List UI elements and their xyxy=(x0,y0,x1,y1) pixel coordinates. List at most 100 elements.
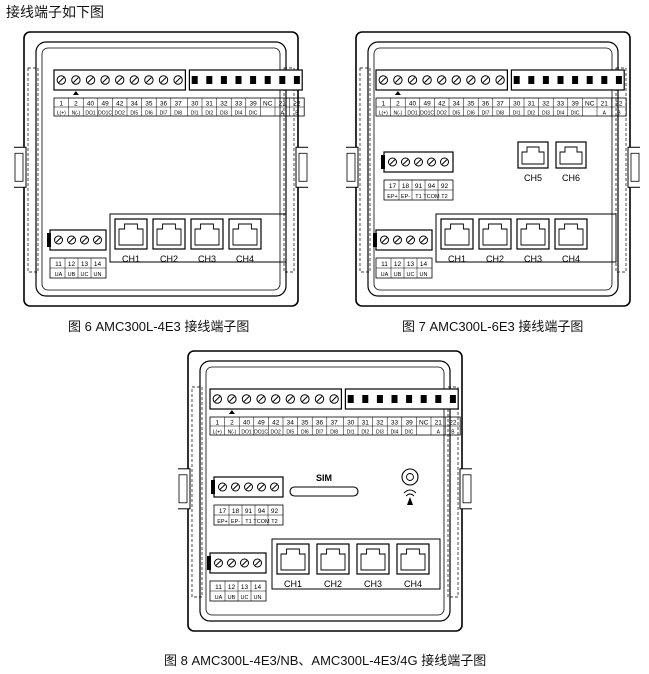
extra-terminal-latch xyxy=(211,480,215,494)
top-terminal-label: DI1 xyxy=(191,111,199,117)
terminal-screw-slot xyxy=(271,484,278,490)
top-terminal-number: NC xyxy=(585,101,595,108)
terminal-screw-slot xyxy=(243,396,250,402)
rj45-socket xyxy=(444,223,470,246)
extra-terminal-label: EP- xyxy=(401,194,410,200)
extra-terminal-number: 94 xyxy=(428,183,436,190)
diagram-fig8: 1L(+)2N(-)40DO149DO1C42DO234DI535DI636DI… xyxy=(178,350,472,632)
terminal-screw-slot xyxy=(395,77,401,83)
voltage-terminal-latch xyxy=(373,233,377,247)
voltage-terminal-label: UA xyxy=(215,595,223,601)
terminal-pin xyxy=(420,395,427,403)
voltage-terminal-number: 12 xyxy=(228,584,236,591)
diagram-fig6: 1L(+)2N(-)40DO149DO1C42DO234DI535DI636DI… xyxy=(14,31,308,307)
top-terminal-number: 2 xyxy=(230,420,234,427)
top-terminal-number: 1 xyxy=(59,101,63,108)
top-terminal-label: DI8 xyxy=(174,111,182,117)
terminal-screw-slot xyxy=(409,77,416,83)
extra-terminal-label: T1 xyxy=(245,519,251,525)
top-terminal-label: DI3 xyxy=(220,111,228,117)
terminal-marker xyxy=(394,91,401,95)
top-terminal-label: B xyxy=(295,111,299,117)
top-terminal-label: A xyxy=(437,430,441,436)
terminal-marker xyxy=(228,410,235,414)
mounting-clip-slot-right xyxy=(298,152,308,182)
terminal-screw-slot xyxy=(116,77,123,83)
page-heading: 接线端子如下图 xyxy=(6,4,104,20)
channel-label: CH3 xyxy=(198,254,216,264)
top-terminal-number: 34 xyxy=(453,101,461,108)
top-terminal-number: 22 xyxy=(293,101,301,108)
terminal-screw-slot xyxy=(394,237,401,243)
rj45-socket xyxy=(400,548,426,571)
rj45-port xyxy=(228,218,262,250)
terminal-pin xyxy=(601,76,608,84)
terminal-screw-slot xyxy=(94,237,101,243)
meter-inner-border xyxy=(373,47,613,291)
top-terminal-number: 37 xyxy=(330,420,338,427)
channel-label: CH1 xyxy=(284,579,302,589)
top-terminal-number: 39 xyxy=(571,101,579,108)
top-terminal-number: 30 xyxy=(513,101,521,108)
extra-terminal-number: 92 xyxy=(441,183,449,190)
top-terminal-number: 2 xyxy=(396,101,400,108)
top-terminal-label: DI4 xyxy=(391,430,399,436)
voltage-terminal-label: UA xyxy=(55,272,63,278)
terminal-pin xyxy=(293,76,300,84)
rj45-port xyxy=(440,218,474,250)
caption-fig8: 图 8 AMC300L-4E3/NB、AMC300L-4E3/4G 接线端子图 xyxy=(164,653,487,668)
channel-label: CH4 xyxy=(562,254,580,264)
top-terminal-number: 42 xyxy=(116,101,124,108)
terminal-screw-slot xyxy=(73,77,79,83)
extra-terminal-number: 92 xyxy=(271,508,279,515)
rj45-socket xyxy=(194,223,220,246)
top-terminal-number: 35 xyxy=(145,101,153,108)
terminal-screw-slot xyxy=(214,396,221,402)
voltage-terminal-number: 14 xyxy=(94,261,102,268)
top-terminal-number: 30 xyxy=(191,101,199,108)
terminal-pin xyxy=(206,76,213,84)
voltage-terminal-number: 12 xyxy=(394,261,402,268)
top-terminal-number: NC xyxy=(419,420,429,427)
top-terminal-label: DI5 xyxy=(130,111,138,117)
extra-terminal-label: T2 xyxy=(441,194,447,200)
terminal-pin xyxy=(347,395,354,403)
top-terminal-number: 49 xyxy=(257,420,265,427)
top-terminal-label: N(-) xyxy=(228,430,237,436)
top-terminal-number: 36 xyxy=(160,101,168,108)
top-terminal-number: 39 xyxy=(405,420,413,427)
mounting-clip-slot-left xyxy=(14,152,24,182)
sim-label: SIM xyxy=(316,473,332,483)
terminal-screw-slot xyxy=(331,396,337,402)
terminal-pin xyxy=(250,76,257,84)
top-terminal-number: 33 xyxy=(235,101,243,108)
terminal-pin xyxy=(406,395,413,403)
top-terminal-label: DI7 xyxy=(160,111,168,117)
extra-terminal-label: EP+ xyxy=(387,194,398,200)
voltage-terminal-label: UB xyxy=(228,595,236,601)
terminal-screw-slot xyxy=(402,159,409,165)
top-terminal-label: DO2 xyxy=(437,111,448,117)
ct-port-frame xyxy=(271,538,441,590)
terminal-screw-slot xyxy=(87,77,94,83)
side-rail-right xyxy=(447,386,459,598)
rj45-port xyxy=(190,218,224,250)
mounting-clip-slot-left xyxy=(178,474,188,504)
side-rail-left xyxy=(27,67,39,273)
top-terminal-label: DI1 xyxy=(513,111,521,117)
terminal-screw-slot xyxy=(441,159,448,165)
top-terminal-number: 37 xyxy=(174,101,182,108)
rj45-socket xyxy=(521,146,545,165)
channel-label: CH5 xyxy=(524,173,542,183)
top-terminal-label: L(+) xyxy=(57,111,66,117)
top-terminal-number: 1 xyxy=(381,101,385,108)
meter-inner-border xyxy=(205,366,445,616)
top-terminal-label: DI3 xyxy=(376,430,384,436)
top-terminal-label: DO1 xyxy=(407,111,418,117)
top-terminal-label: DI5 xyxy=(452,111,460,117)
top-terminal-number: 30 xyxy=(347,420,355,427)
terminal-screw-slot xyxy=(58,77,65,83)
voltage-terminal-label: UN xyxy=(94,272,102,278)
terminal-screw-slot xyxy=(497,77,503,83)
top-terminal-number: 32 xyxy=(542,101,550,108)
